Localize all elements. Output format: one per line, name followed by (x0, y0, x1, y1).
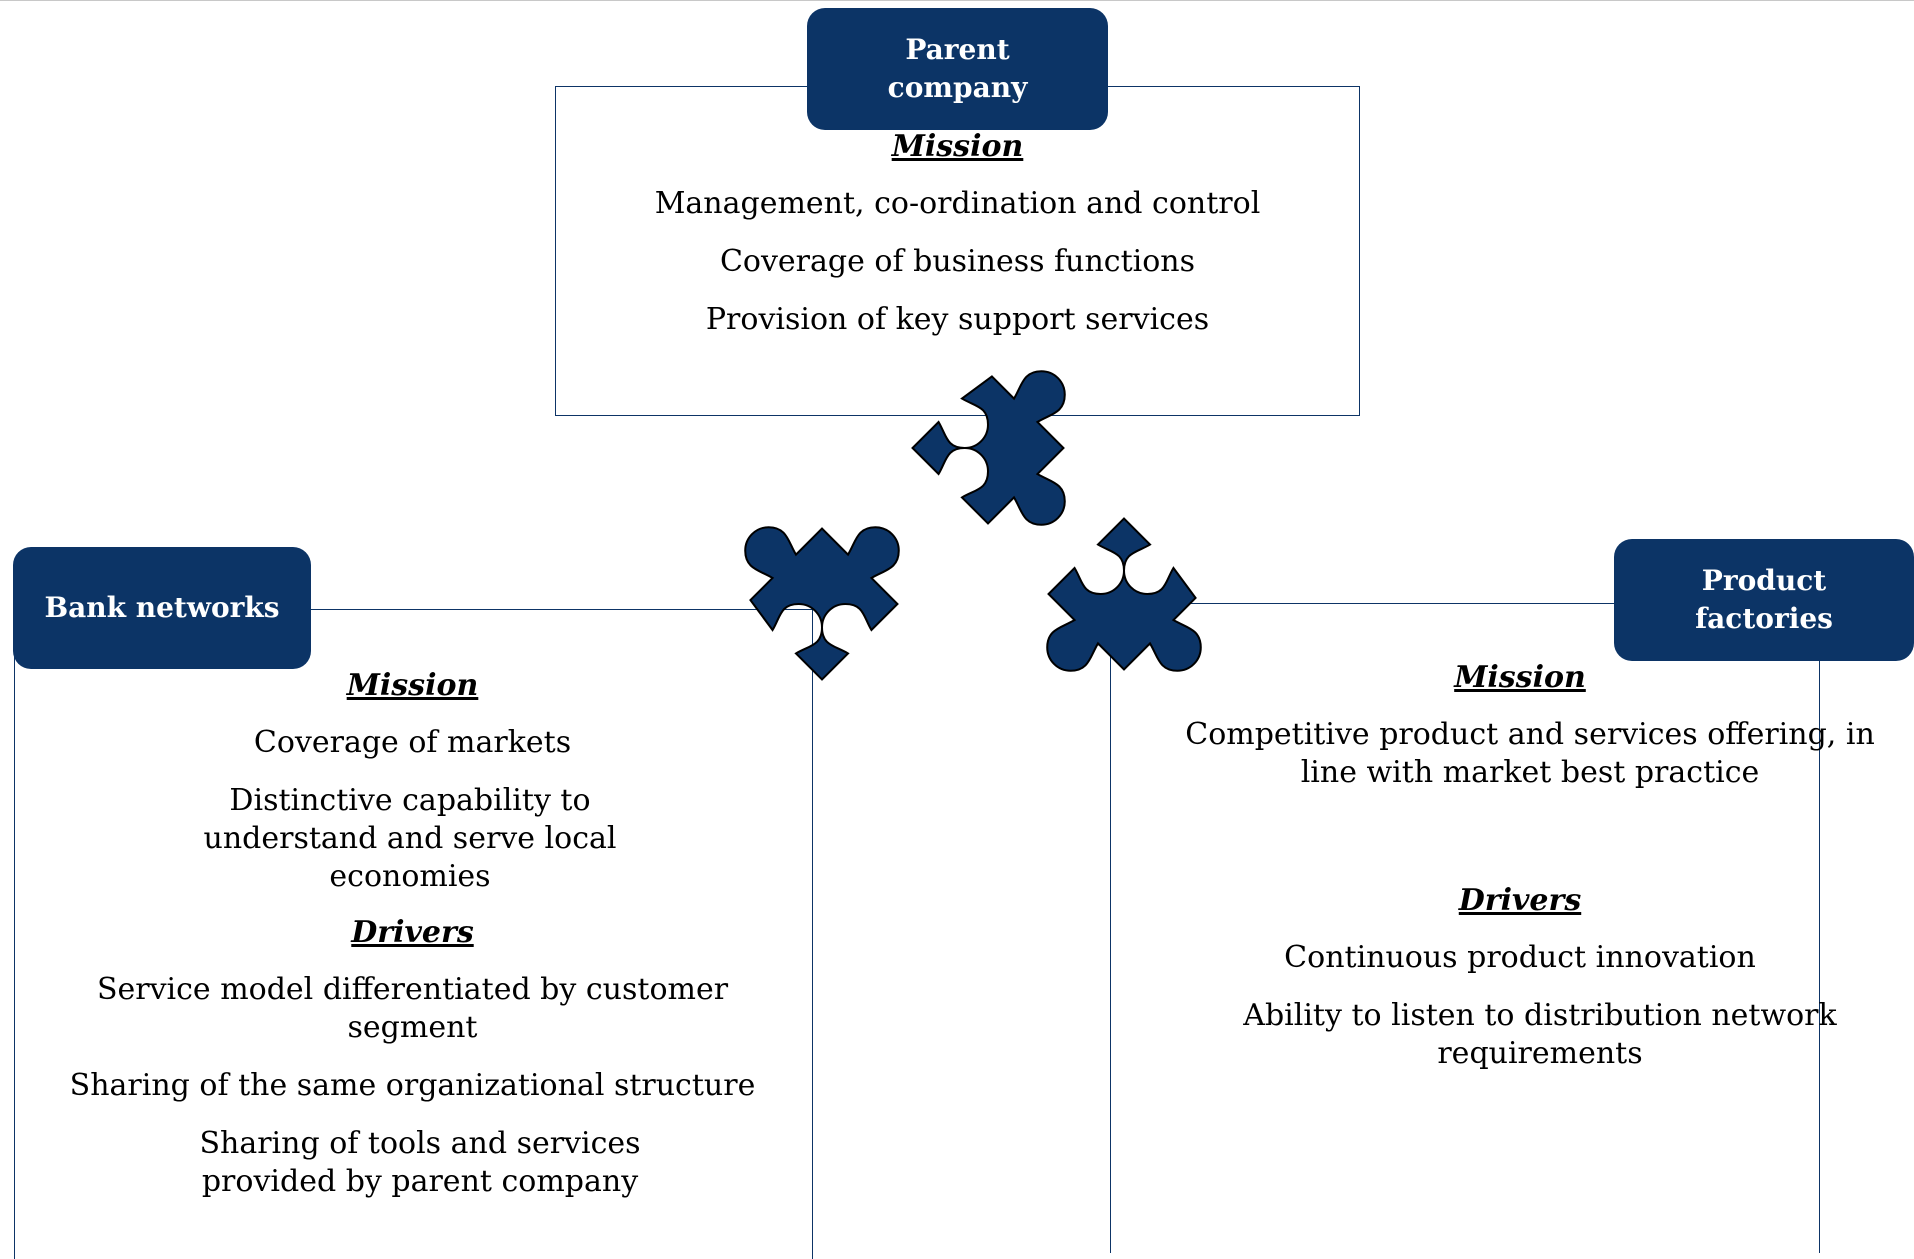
bank-driver-item: Service model differentiated by customer… (96, 972, 729, 1045)
parent-mission-heading: Mission (891, 129, 1024, 164)
bank-networks-content: Mission Coverage of markets Distinctive … (40, 667, 785, 1221)
bank-networks-title-text: Bank networks (44, 591, 280, 624)
parent-company-content: Mission Management, co-ordination and co… (600, 128, 1315, 359)
product-factories-title-line: factories (1695, 602, 1833, 635)
bank-networks-frame (14, 609, 813, 1259)
factories-mission-heading: Mission (1454, 660, 1586, 695)
factories-driver-item: Ability to listen to distribution networ… (1243, 998, 1837, 1071)
parent-mission-item: Coverage of business functions (719, 244, 1196, 279)
bank-drivers-heading: Drivers (351, 915, 474, 950)
bank-driver-item: Sharing of the same organizational struc… (69, 1068, 756, 1103)
bank-mission-item: Distinctive capability to understand and… (203, 783, 617, 894)
product-factories-title-line: Product (1701, 564, 1827, 597)
parent-company-title: Parent company (807, 8, 1108, 130)
bank-mission-item: Coverage of markets (253, 725, 572, 760)
bank-driver-item: Sharing of tools and services provided b… (199, 1126, 641, 1199)
factories-mission-item: Competitive product and services offerin… (1185, 717, 1875, 790)
parent-company-title-line: company (887, 71, 1028, 104)
product-factories-frame (1110, 603, 1820, 1253)
parent-mission-item: Provision of key support services (705, 302, 1210, 337)
puzzle-piece-icon (1015, 517, 1233, 735)
puzzle-piece-icon (713, 463, 931, 681)
parent-company-title-line: Parent (905, 33, 1010, 66)
factories-drivers-heading: Drivers (1458, 883, 1582, 918)
parent-mission-item: Management, co-ordination and control (654, 186, 1261, 221)
product-factories-content: Mission Competitive product and services… (1150, 659, 1890, 1093)
factories-driver-item: Continuous product innovation (1284, 940, 1756, 975)
top-rule (0, 0, 1914, 1)
bank-networks-title: Bank networks (13, 547, 311, 669)
bank-mission-heading: Mission (346, 668, 479, 703)
puzzle-piece-icon (911, 339, 1129, 557)
product-factories-title: Product factories (1614, 539, 1914, 661)
